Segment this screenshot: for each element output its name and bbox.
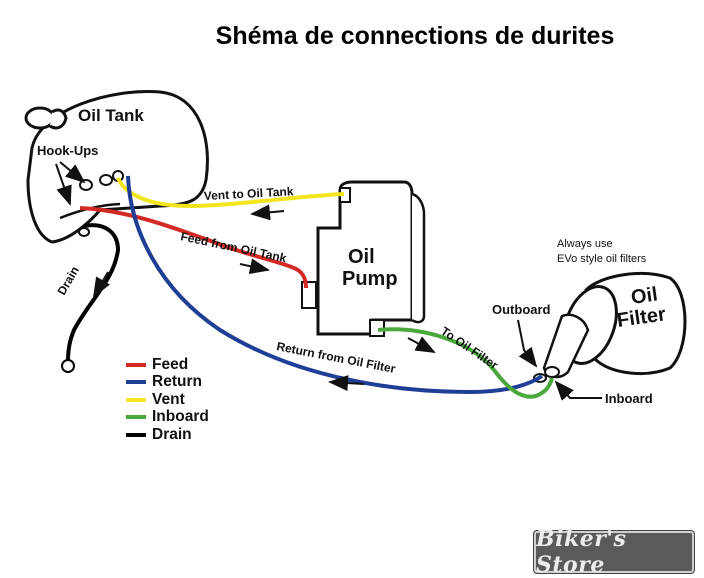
inboard-hose bbox=[377, 327, 554, 399]
page-title: Shéma de connections de durites bbox=[215, 22, 615, 50]
legend-swatch bbox=[126, 362, 146, 367]
hook-ups-arrow-1 bbox=[59, 161, 86, 184]
legend-label: Return bbox=[152, 373, 202, 391]
inboard-label: Inboard bbox=[605, 391, 653, 406]
feed-hose bbox=[79, 206, 308, 289]
legend-item-feed: Feed bbox=[126, 356, 209, 374]
filter-note-line1: Always use bbox=[557, 238, 613, 250]
legend-swatch bbox=[126, 380, 146, 385]
oil-filter bbox=[533, 272, 687, 383]
return-flow-arrow bbox=[328, 375, 365, 392]
drain-flow-arrow bbox=[92, 271, 110, 298]
tank-cap bbox=[24, 106, 56, 130]
legend-item-return: Return bbox=[126, 373, 209, 392]
legend-label: Vent bbox=[152, 390, 185, 408]
legend-item-inboard: Inboard bbox=[126, 408, 209, 427]
vent-flow-arrow bbox=[250, 204, 285, 221]
outboard-label: Outboard bbox=[492, 302, 551, 317]
inboard-arrow bbox=[554, 380, 602, 401]
legend-label: Feed bbox=[152, 355, 189, 373]
legend-swatch bbox=[126, 415, 146, 420]
oil-pump bbox=[301, 180, 426, 337]
legend-swatch bbox=[126, 397, 146, 402]
feed-flow-arrow bbox=[239, 258, 270, 275]
vent-hose bbox=[116, 177, 345, 209]
watermark-text: Biker's Store bbox=[536, 526, 627, 578]
watermark: Biker's Store bbox=[534, 526, 694, 578]
legend-item-vent: Vent bbox=[126, 391, 209, 409]
legend-label: Drain bbox=[152, 425, 192, 443]
legend-label: Inboard bbox=[152, 408, 209, 426]
filter-note-line2: EVo style oil filters bbox=[557, 253, 647, 265]
to-filter-flow-arrow bbox=[407, 336, 436, 353]
return-hose bbox=[126, 175, 544, 395]
oil-tank-label: Oil Tank bbox=[78, 106, 144, 125]
oil-pump-label-line1: Oil bbox=[348, 246, 375, 268]
vent-hose-label: Vent to Oil Tank bbox=[203, 184, 294, 203]
oil-filter-label-line1: Oil bbox=[630, 283, 659, 308]
hook-ups-label: Hook-Ups bbox=[37, 143, 98, 158]
oil-pump-label-line2: Pump bbox=[342, 268, 398, 290]
legend-item-drain: Drain bbox=[126, 426, 209, 444]
drain-end bbox=[61, 359, 75, 373]
legend-swatch bbox=[126, 432, 146, 437]
hook-ups-arrow-2 bbox=[55, 163, 72, 206]
outboard-arrow bbox=[517, 319, 538, 368]
